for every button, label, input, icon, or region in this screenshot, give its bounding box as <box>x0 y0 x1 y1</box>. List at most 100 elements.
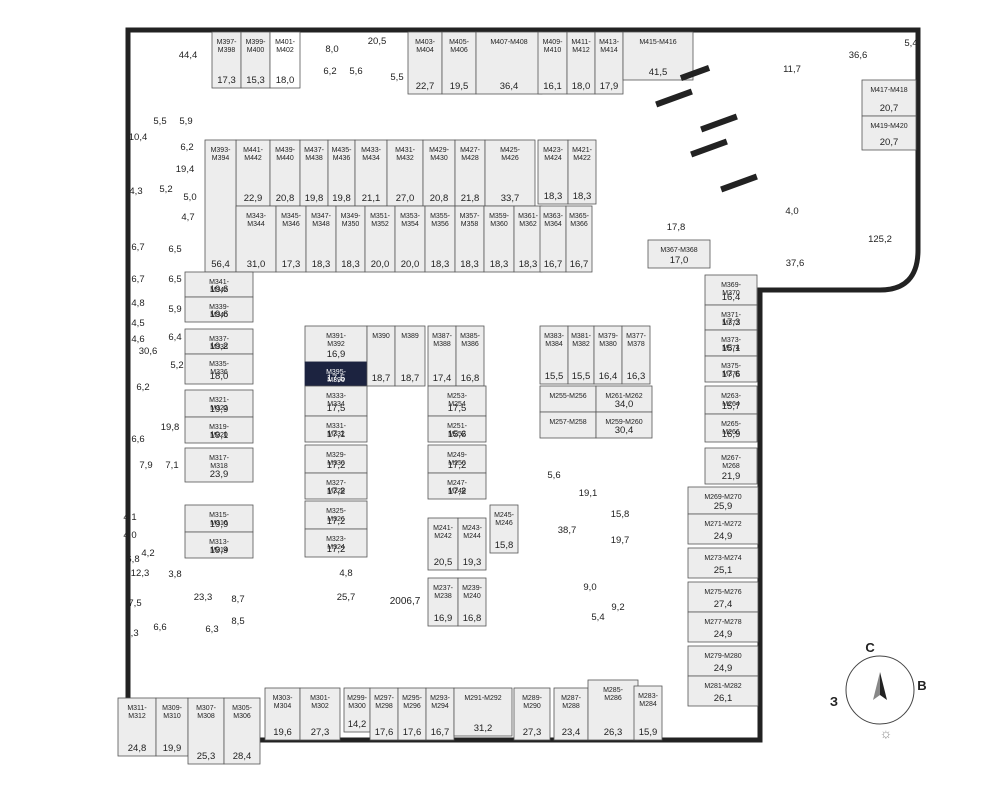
spot-outline[interactable] <box>704 447 758 485</box>
spot-outline[interactable] <box>155 697 189 757</box>
spot-outline[interactable] <box>704 329 758 357</box>
spot-outline[interactable] <box>457 577 487 627</box>
spot-outline[interactable] <box>595 411 653 439</box>
spot-outline[interactable] <box>422 139 456 207</box>
spot-outline[interactable] <box>394 205 426 273</box>
spot-outline[interactable] <box>587 679 639 741</box>
spot-outline[interactable] <box>304 325 368 363</box>
spot-outline[interactable] <box>184 271 254 298</box>
spot-outline[interactable] <box>269 139 301 207</box>
spot-outline[interactable] <box>704 274 758 306</box>
spot-outline[interactable] <box>184 416 254 444</box>
spot-outline[interactable] <box>343 687 371 733</box>
spot-outline[interactable] <box>567 139 597 205</box>
spot-outline[interactable] <box>184 531 254 559</box>
spot-outline[interactable] <box>299 139 329 207</box>
spot-outline[interactable] <box>304 472 368 500</box>
spot-outline[interactable] <box>364 205 396 273</box>
spot-outline[interactable] <box>861 115 917 151</box>
spot-outline[interactable] <box>489 504 519 554</box>
spot-outline[interactable] <box>453 687 513 737</box>
spot-outline[interactable] <box>687 611 759 643</box>
spot-outline[interactable] <box>861 79 917 117</box>
spot-outline[interactable] <box>687 547 759 579</box>
spot-outline[interactable] <box>184 296 254 323</box>
spot-outline[interactable] <box>539 411 597 439</box>
spot-outline[interactable] <box>704 355 758 383</box>
spot-outline[interactable] <box>633 685 663 741</box>
spot-outline[interactable] <box>305 205 337 273</box>
spot-outline[interactable] <box>594 31 624 95</box>
spot-outline[interactable] <box>299 687 341 741</box>
spot-outline[interactable] <box>269 31 301 89</box>
spot-outline[interactable] <box>223 697 261 765</box>
spot-outline[interactable] <box>304 444 368 474</box>
spot-outline[interactable] <box>397 687 427 741</box>
spot-outline[interactable] <box>275 205 307 273</box>
spot-outline[interactable] <box>687 675 759 707</box>
spot-outline[interactable] <box>483 205 515 273</box>
spot-outline[interactable] <box>687 645 759 677</box>
spot-outline[interactable] <box>184 447 254 483</box>
spot-outline[interactable] <box>687 486 759 515</box>
